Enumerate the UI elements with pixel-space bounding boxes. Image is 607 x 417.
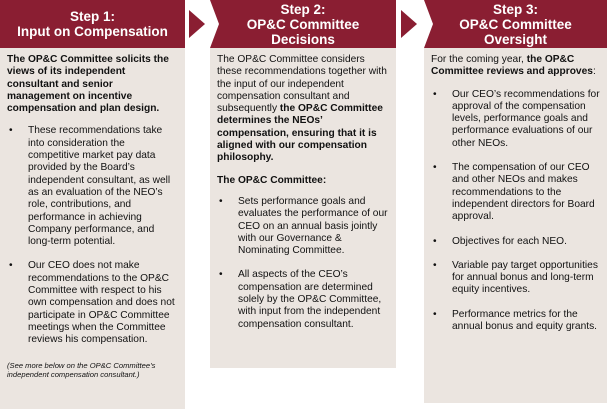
bullet-icon: • [433, 88, 437, 100]
step1-bullet: • Our CEO does not make recommendations t… [7, 260, 178, 346]
step2-title-line1: Step 2: [280, 1, 326, 17]
step3-title-line1: Step 3: [492, 1, 538, 17]
step2-subheading: The OP&C Committee: [217, 174, 327, 186]
step2-title-line3: Decisions [271, 31, 335, 47]
step3-banner: Step 3: OP&C Committee Oversight [424, 0, 607, 48]
step3-bullet-text: Performance metrics for the annual bonus… [452, 308, 597, 333]
step2-intro-text: The OP&C Committee considers these recom… [217, 54, 387, 115]
step3-bullet-text: Objectives for each NEO. [452, 235, 567, 247]
step3-bullet-text: The compensation of our CEO and other NE… [452, 162, 595, 223]
step3-bullet-list: • Our CEO’s recommendations for approval … [431, 89, 600, 334]
step2-bullet-text: Sets performance goals and evaluates the… [238, 195, 388, 257]
step2-bullet: • Sets performance goals and evaluates th… [217, 196, 389, 257]
step1-intro: The OP&C Committee solicits the views of… [7, 54, 169, 115]
step1-note: (See more below on the OP&C Committee’s … [7, 360, 156, 380]
bullet-icon: • [9, 125, 13, 137]
step3-bullet: • The compensation of our CEO and other N… [431, 162, 600, 223]
bullet-icon: • [9, 260, 13, 272]
step2-column: Step 2: OP&C Committee Decisions The OP&… [210, 0, 396, 368]
bullet-icon: • [433, 308, 437, 320]
arrow-right-icon [189, 10, 205, 38]
step2-panel: The OP&C Committee considers these recom… [210, 48, 396, 368]
step1-bullet: • These recommendations take into conside… [7, 125, 178, 248]
step2-intro-emphasis: the OP&C Committee determines the NEOs’ … [217, 103, 383, 164]
step3-bullet: • Variable pay target opportunities for a… [431, 260, 600, 297]
step2-banner: Step 2: OP&C Committee Decisions [210, 0, 396, 48]
arrow-right-icon [401, 10, 417, 38]
bullet-icon: • [219, 195, 223, 207]
bullet-icon: • [219, 269, 223, 281]
step3-intro-text: For the coming year, [431, 54, 527, 65]
step3-intro-emphasis: the OP&C Committee reviews and approves [431, 54, 593, 78]
bullet-icon: • [433, 259, 437, 271]
step1-panel: The OP&C Committee solicits the views of… [0, 48, 185, 409]
step3-bullet: • Performance metrics for the annual bonu… [431, 309, 600, 334]
step3-panel: For the coming year, the OP&C Committee … [424, 48, 607, 403]
step3-title-line3: Oversight [483, 31, 548, 47]
step2-bullet: • All aspects of the CEO’s compensation a… [217, 269, 389, 330]
step1-banner: Step 1: Input on Compensation [0, 0, 185, 48]
step1-title-line1: Step 1: [69, 9, 115, 24]
step2-intro: The OP&C Committee considers these recom… [217, 54, 389, 165]
step3-bullet-text: Variable pay target opportunities for an… [452, 259, 598, 296]
step3-column: Step 3: OP&C Committee Oversight For the… [424, 0, 607, 403]
step1-column: Step 1: Input on Compensation The OP&C C… [0, 0, 185, 409]
step1-title-line2: Input on Compensation [17, 24, 168, 39]
step3-intro: For the coming year, the OP&C Committee … [431, 54, 600, 79]
step1-bullet-text: Our CEO does not make recommendations to… [28, 260, 175, 346]
step1-bullet-list: • These recommendations take into conside… [7, 125, 178, 346]
step3-intro-tail: : [592, 66, 596, 78]
step2-bullet-list: • Sets performance goals and evaluates th… [217, 196, 389, 331]
step1-bullet-text: These recommendations take into consider… [28, 125, 171, 248]
bullet-icon: • [433, 235, 437, 247]
step2-bullet-text: All aspects of the CEO’s compensation ar… [238, 269, 382, 330]
step3-title-line2: OP&C Committee [459, 16, 572, 32]
step3-bullet: • Objectives for each NEO. [431, 236, 600, 248]
step3-bullet: • Our CEO’s recommendations for approval … [431, 89, 600, 150]
step3-bullet-text: Our CEO’s recommendations for approval o… [452, 88, 600, 149]
step2-title-line2: OP&C Committee [246, 16, 360, 32]
bullet-icon: • [433, 162, 437, 174]
